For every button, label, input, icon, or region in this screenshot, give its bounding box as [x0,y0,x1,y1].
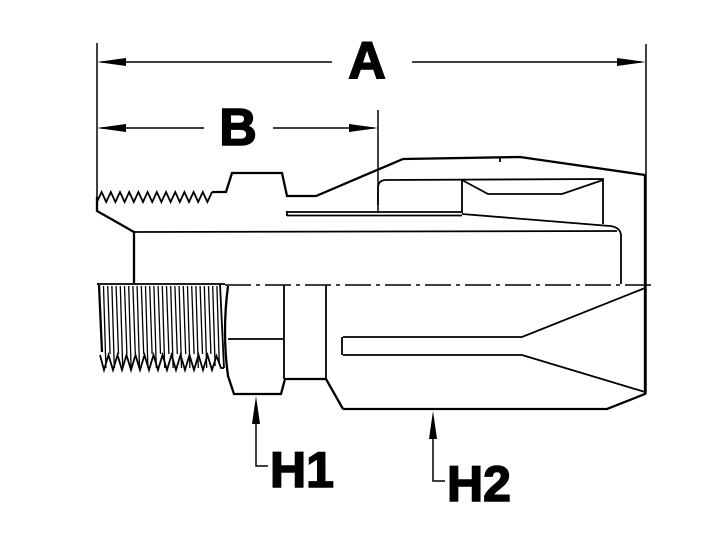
fitting-upper-outline [95,155,647,286]
hex-nut-outline [223,285,287,396]
thread-root-zigzag [99,351,224,374]
dim-b-arrow-left [97,124,126,132]
upper-profile [212,155,647,286]
thread-hatching [102,285,220,369]
dim-a-arrow-right [617,58,646,66]
sleeve-step-line [377,178,604,224]
leader-h2: H2 [429,411,512,513]
dim-h1-label: H1 [270,442,334,498]
thread-left-edge [97,284,104,353]
socket-bore-lower [343,354,646,393]
dimension-b: B [97,98,378,158]
socket-bore-upper [343,287,646,338]
h2-leader-line [432,435,445,482]
left-end-chamfer [95,197,136,283]
dim-a-label: A [348,32,386,90]
dim-h2-label: H2 [447,456,511,512]
socket-outline [343,286,647,411]
fitting-lower-outline [97,283,647,411]
thread-end-edge [219,283,225,369]
socket-chamfer-left [324,378,345,410]
dim-b-label: B [219,99,257,157]
dim-b-arrow-right [349,124,378,132]
dimension-a: A [97,31,646,91]
body-silhouette-line [133,230,618,233]
h2-arrowhead [429,411,437,439]
crimp-window [461,179,604,213]
h1-leader-line [255,420,268,467]
shell-taper-line [461,213,622,284]
h1-arrowhead [252,396,260,424]
dim-a-arrow-left [97,58,126,66]
leader-h1: H1 [252,396,335,499]
thread-crest-zigzag [96,189,213,205]
